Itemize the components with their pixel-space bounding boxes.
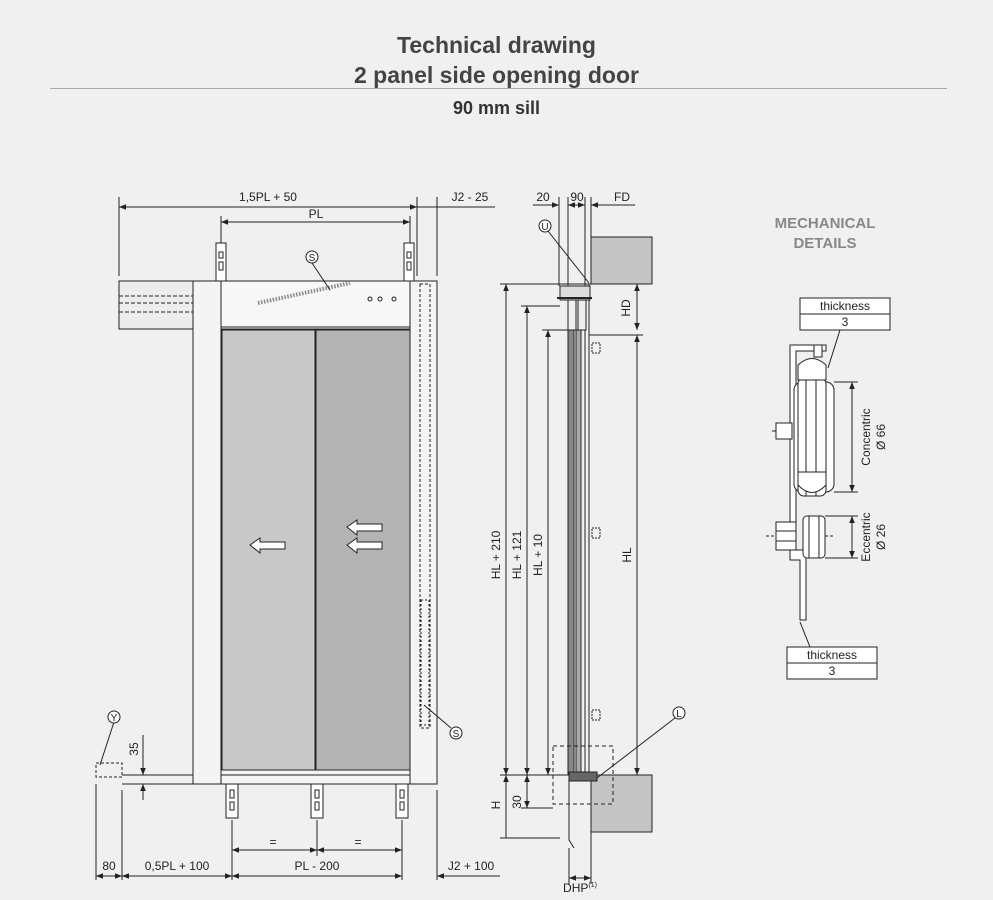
eccentric-diameter: Ø 26 <box>874 524 888 550</box>
callout-s-marker <box>449 726 463 740</box>
dim-label-35: 35 <box>127 742 141 756</box>
dim-label-half-pl: 0,5PL + 100 <box>145 859 210 873</box>
top-wall-section <box>590 236 653 285</box>
dim-label-total: 1,5PL + 50 <box>239 190 297 204</box>
spring <box>257 281 351 305</box>
dim-label-hl-210: HL + 210 <box>489 530 503 579</box>
front-view-labels: 1,5PL + 50 PL J2 - 25 80 0,5PL + 100 PL … <box>102 190 494 873</box>
arrow-left-icon <box>346 537 383 555</box>
concentric-label: Concentric <box>859 408 873 465</box>
eccentric-roller <box>802 515 826 559</box>
hanger-plate <box>789 344 827 621</box>
dim-label-pl-200: PL - 200 <box>295 859 340 873</box>
panel-profile <box>567 329 575 776</box>
dim-label-30: 30 <box>510 795 524 809</box>
dim-label-90: 90 <box>570 190 584 204</box>
dim-label-hl-10: HL + 10 <box>531 534 545 576</box>
bottom-bracket <box>395 783 409 819</box>
door-panel-right <box>315 329 411 771</box>
dim-label-h: H <box>489 801 503 810</box>
mechanical-labels: thickness 3 thickness 3 Concentric Ø 66 … <box>807 299 888 678</box>
dim-label-fd: FD <box>614 190 630 204</box>
drawing-title: Technical drawing 2 panel side opening d… <box>0 30 993 90</box>
side-view <box>500 197 686 884</box>
header-box <box>220 280 411 330</box>
thickness-value-top: 3 <box>842 315 849 329</box>
sill-subtitle: 90 mm sill <box>452 98 541 118</box>
sill <box>568 771 598 782</box>
dim-label-hd: HD <box>619 299 633 317</box>
callout-s-marker <box>305 250 319 264</box>
arrow-left-icon <box>249 537 286 555</box>
callout-s-label: S <box>453 729 460 740</box>
callout-l-label: L <box>676 709 682 720</box>
left-wall-block <box>118 280 194 330</box>
dim-label-j2-top: J2 - 25 <box>452 190 489 204</box>
mechanical-details <box>766 297 891 680</box>
callout-y-label: Y <box>111 713 118 724</box>
bottom-bracket <box>225 783 239 819</box>
eccentric-label: Eccentric <box>859 512 873 561</box>
arrow-left-icon <box>346 519 383 537</box>
dim-label-dhp: DHP(1) <box>563 881 597 895</box>
dim-label-80: 80 <box>102 859 116 873</box>
dim-label-pl: PL <box>309 207 324 221</box>
dim-label-equal: = <box>269 835 276 849</box>
bottom-bracket <box>310 783 324 819</box>
dim-label-equal: = <box>354 835 361 849</box>
concentric-diameter: Ø 66 <box>874 424 888 450</box>
side-view-labels: 20 90 FD HD HL + 210 HL + 121 HL + 10 HL… <box>489 190 682 895</box>
callout-y-marker <box>107 710 121 724</box>
title-divider <box>50 88 947 89</box>
title-line-2: 2 panel side opening door <box>354 62 639 88</box>
dim-label-hl-121: HL + 121 <box>510 530 524 579</box>
thickness-label-top: thickness <box>820 299 870 313</box>
callout-u-label: U <box>541 222 548 233</box>
callout-l-marker <box>672 706 686 720</box>
mechanical-details-heading: MECHANICAL DETAILS <box>755 214 895 254</box>
callout-u-marker <box>538 219 552 233</box>
door-panel-left <box>221 329 316 771</box>
thickness-label-bottom: thickness <box>807 648 857 662</box>
thickness-value-bottom: 3 <box>829 664 836 678</box>
bottom-wall-section <box>590 774 653 833</box>
dim-label-j2-bottom: J2 + 100 <box>448 859 495 873</box>
callout-s-label: S <box>309 253 316 264</box>
mechanical-heading-line-2: DETAILS <box>793 235 857 252</box>
front-view <box>95 197 500 880</box>
dashed-rail <box>419 283 431 729</box>
mechanical-heading-line-1: MECHANICAL <box>774 215 876 232</box>
dim-label-hl: HL <box>620 547 634 563</box>
title-line-1: Technical drawing <box>397 32 596 58</box>
dim-label-20: 20 <box>536 190 550 204</box>
